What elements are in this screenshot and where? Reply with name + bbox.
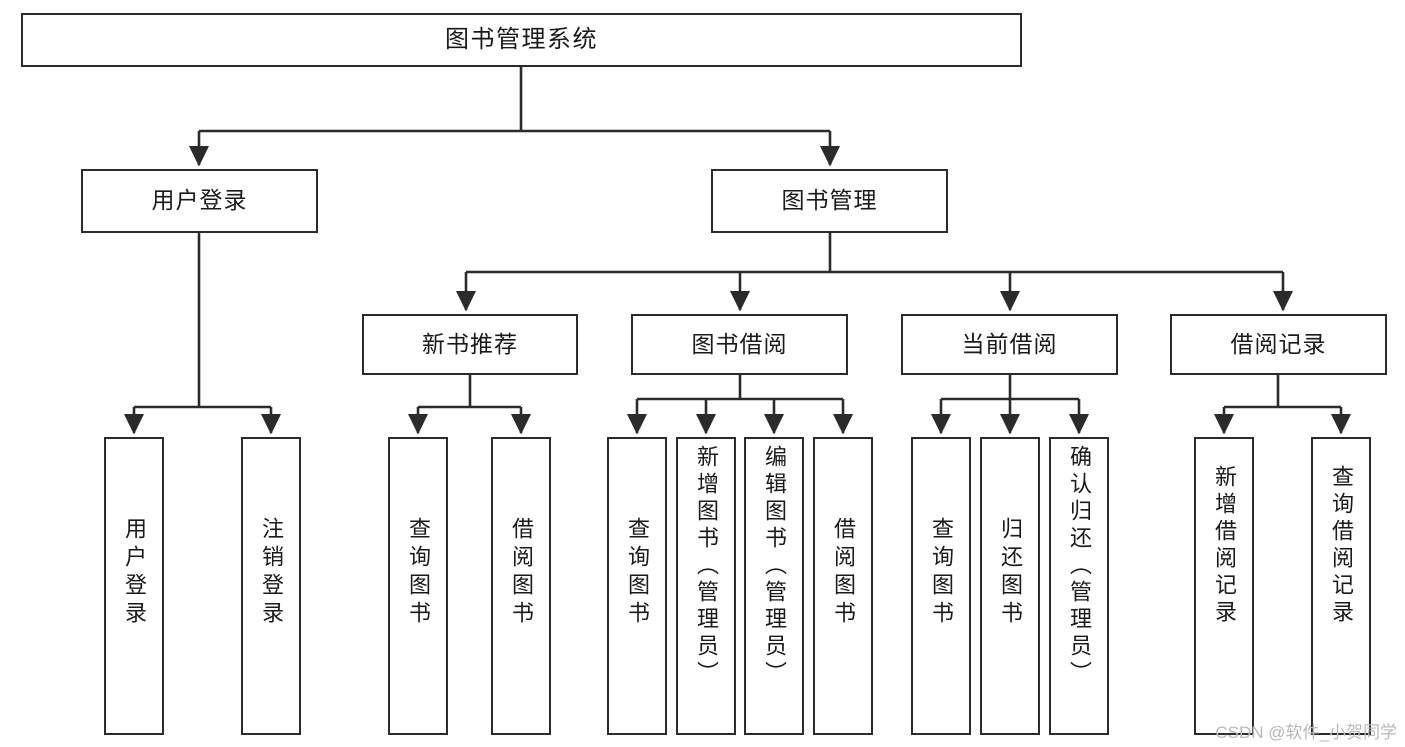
node-current-borrow[interactable]: 当前借阅 <box>901 314 1118 375</box>
node-label: 图书管理系统 <box>445 25 598 53</box>
leaf-logout-login[interactable]: 注销登录 <box>241 437 301 735</box>
node-label: 编辑图书（管理员） <box>762 445 787 688</box>
node-label: 查询图书 <box>406 517 431 629</box>
leaf-edit-book[interactable]: 编辑图书（管理员） <box>744 437 804 735</box>
node-label: 图书借阅 <box>691 330 788 357</box>
leaf-borrow-book[interactable]: 借阅图书 <box>813 437 873 735</box>
node-borrow-record[interactable]: 借阅记录 <box>1170 314 1387 375</box>
node-label: 新增借阅记录 <box>1212 465 1237 627</box>
node-new-book-recommend[interactable]: 新书推荐 <box>362 314 578 375</box>
node-label: 确认归还（管理员） <box>1067 445 1092 688</box>
node-label: 借阅记录 <box>1230 330 1327 357</box>
leaf-query-book-borrow[interactable]: 查询图书 <box>607 437 667 735</box>
node-label: 新书推荐 <box>422 330 518 357</box>
node-label: 当前借阅 <box>961 330 1058 357</box>
node-label: 借阅图书 <box>831 517 856 629</box>
leaf-borrow-book-recommend[interactable]: 借阅图书 <box>491 437 551 735</box>
node-book-management[interactable]: 图书管理 <box>711 169 948 233</box>
watermark-text: CSDN @软件_小贺同学 <box>1215 723 1397 742</box>
node-label: 注销登录 <box>259 517 284 629</box>
node-label: 用户登录 <box>122 517 147 629</box>
node-label: 图书管理 <box>781 187 878 214</box>
node-label: 归还图书 <box>998 517 1023 629</box>
node-user-login[interactable]: 用户登录 <box>81 169 318 233</box>
node-root-system[interactable]: 图书管理系统 <box>21 13 1022 67</box>
node-label: 用户登录 <box>151 187 248 214</box>
node-book-borrow[interactable]: 图书借阅 <box>631 314 848 375</box>
node-label: 借阅图书 <box>509 517 534 629</box>
leaf-query-book-recommend[interactable]: 查询图书 <box>388 437 448 735</box>
leaf-confirm-return[interactable]: 确认归还（管理员） <box>1049 437 1109 735</box>
leaf-return-book[interactable]: 归还图书 <box>980 437 1040 735</box>
leaf-query-borrow-record[interactable]: 查询借阅记录 <box>1311 437 1371 735</box>
leaf-user-login[interactable]: 用户登录 <box>104 437 164 735</box>
node-label: 查询图书 <box>929 517 954 629</box>
node-label: 查询图书 <box>625 517 650 629</box>
leaf-add-borrow-record[interactable]: 新增借阅记录 <box>1194 437 1254 735</box>
node-label: 查询借阅记录 <box>1329 465 1354 627</box>
node-label: 新增图书（管理员） <box>694 445 719 688</box>
leaf-query-book-current[interactable]: 查询图书 <box>911 437 971 735</box>
leaf-add-book[interactable]: 新增图书（管理员） <box>676 437 736 735</box>
